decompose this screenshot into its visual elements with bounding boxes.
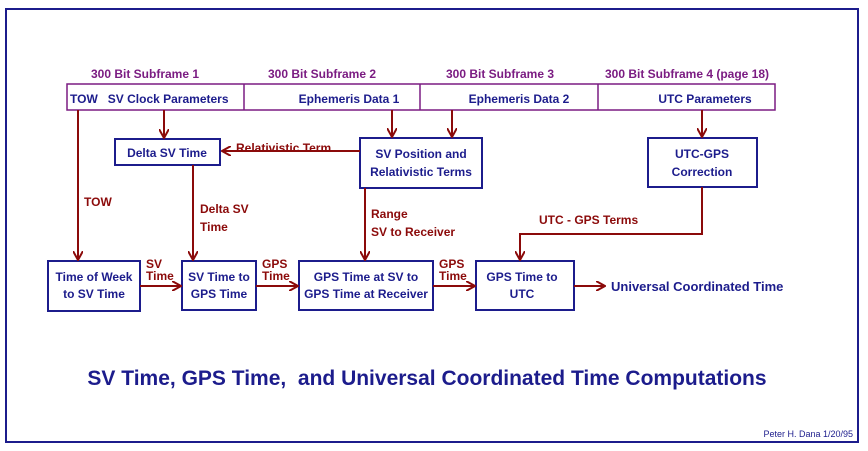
utc-gps-line1: UTC-GPS (675, 147, 729, 161)
subframe-2-label: Ephemeris Data 1 (299, 92, 400, 106)
subframe-4-title: 300 Bit Subframe 4 (page 18) (605, 67, 769, 81)
range-label-line1: Range (371, 207, 408, 221)
gps-to-utc-line1: GPS Time to (486, 270, 557, 284)
diagram-frame (5, 8, 859, 443)
sv-position-box: SV Position and Relativistic Terms (359, 137, 483, 189)
subframe-4-label: UTC Parameters (658, 92, 752, 106)
utc-gps-terms-label: UTC - GPS Terms (539, 213, 638, 227)
delta-sv-label-line1: Delta SV (200, 202, 249, 216)
gps-to-utc-box: GPS Time to UTC (475, 260, 575, 311)
gps-time-2-label-line1: GPS (439, 257, 464, 271)
utc-gps-line2: Correction (672, 165, 733, 179)
gps-time-2-label-line2: Time (439, 269, 467, 283)
gps-at-receiver-line1: GPS Time at SV to (314, 270, 418, 284)
delta-sv-label-line2: Time (200, 220, 228, 234)
time-of-week-box: Time of Week to SV Time (47, 260, 141, 312)
range-label-line2: SV to Receiver (371, 225, 455, 239)
subframe-3-title: 300 Bit Subframe 3 (446, 67, 554, 81)
sv-to-gps-line1: SV Time to (188, 270, 250, 284)
subframe-1-title: 300 Bit Subframe 1 (91, 67, 199, 81)
time-of-week-line2: to SV Time (63, 287, 125, 301)
gps-to-utc-line2: UTC (510, 287, 535, 301)
arrow-utc-gps-terms (520, 187, 703, 259)
relativistic-term-label: Relativistic Term (236, 141, 331, 155)
sv-position-line2: Relativistic Terms (370, 165, 472, 179)
delta-sv-time-label: Delta SV Time (127, 146, 207, 160)
gps-time-1-label-line1: GPS (262, 257, 287, 271)
sv-time-label-line2: Time (146, 269, 174, 283)
subframe-1-label: TOW SV Clock Parameters (70, 92, 229, 106)
credit-label: Peter H. Dana 1/20/95 (763, 429, 853, 439)
sv-to-gps-box: SV Time to GPS Time (181, 260, 257, 311)
tow-label: TOW (84, 195, 112, 209)
sv-time-label-line1: SV (146, 257, 162, 271)
gps-at-receiver-line2: GPS Time at Receiver (304, 287, 428, 301)
diagram-title: SV Time, GPS Time, and Universal Coordin… (87, 367, 766, 390)
subframe-3-label: Ephemeris Data 2 (469, 92, 570, 106)
output-label: Universal Coordinated Time (611, 279, 783, 294)
subframe-2-title: 300 Bit Subframe 2 (268, 67, 376, 81)
gps-at-receiver-box: GPS Time at SV to GPS Time at Receiver (298, 260, 434, 311)
utc-gps-correction-box: UTC-GPS Correction (647, 137, 758, 188)
time-of-week-line1: Time of Week (56, 270, 133, 284)
delta-sv-time-box: Delta SV Time (114, 138, 221, 166)
sv-to-gps-line2: GPS Time (191, 287, 248, 301)
gps-time-1-label-line2: Time (262, 269, 290, 283)
sv-position-line1: SV Position and (375, 147, 466, 161)
subframe-bar (66, 83, 776, 111)
